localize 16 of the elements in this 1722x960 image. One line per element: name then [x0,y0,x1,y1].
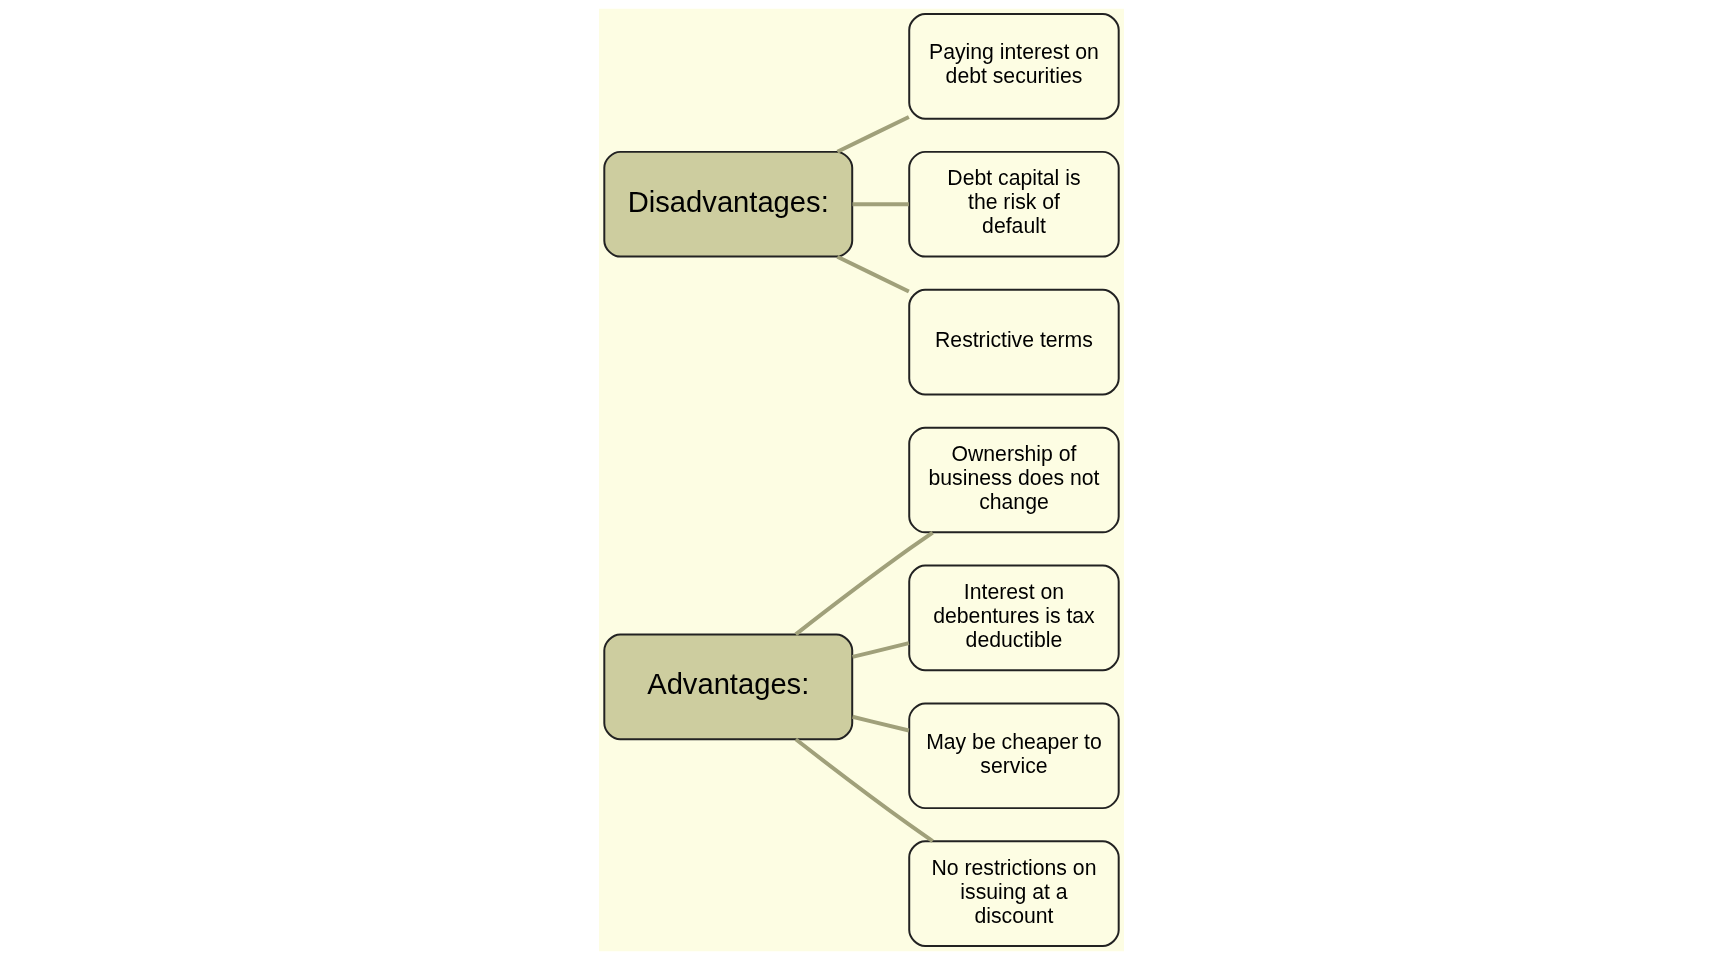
node-box: Disadvantages: [602,150,853,258]
connector [836,254,910,294]
node-box: Restrictive terms [907,288,1120,396]
node-box: Debt capital is the risk of default [907,150,1120,258]
node-box: No restrictions on issuing at a discount [907,840,1120,947]
connector [794,737,934,843]
connector [851,641,909,659]
node-box: May be cheaper to service [907,702,1120,810]
node-box: Ownership of business does not change [907,426,1120,534]
node-box: Interest on debentures is tax deductible [907,564,1120,672]
connector [836,115,910,154]
connector [852,202,909,207]
connector [794,530,934,636]
connector [851,714,909,733]
node-box: Advantages: [602,633,853,741]
node-box: Paying interest on debt securities [907,13,1120,120]
